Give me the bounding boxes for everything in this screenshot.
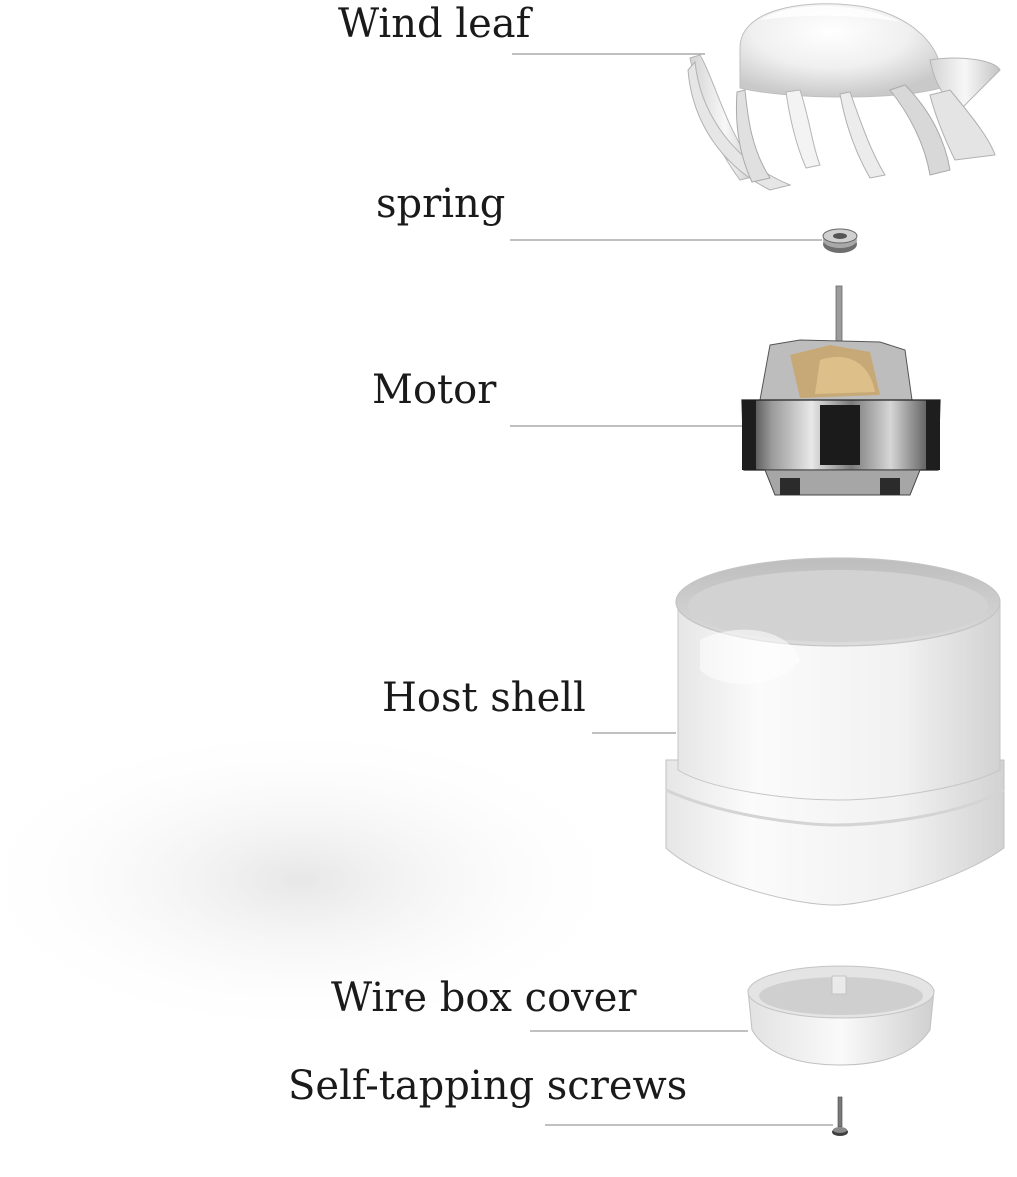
self-tapping-screws-label: Self-tapping screws bbox=[288, 1063, 688, 1109]
self-tapping-screw-part bbox=[832, 1096, 848, 1136]
wire-box-cover-label: Wire box cover bbox=[331, 975, 637, 1021]
ambient-shadow bbox=[0, 720, 640, 1040]
wind-leaf-label: Wind leaf bbox=[338, 1, 531, 47]
host-shell-label: Host shell bbox=[382, 675, 586, 721]
wire-box-cover-part bbox=[747, 965, 935, 1066]
motor-label: Motor bbox=[372, 367, 497, 413]
spring-label: spring bbox=[376, 181, 506, 227]
spring-part bbox=[822, 228, 858, 253]
leader-lines bbox=[510, 53, 833, 1126]
host-shell-part bbox=[665, 557, 1005, 906]
wind-leaf-part bbox=[687, 3, 1001, 191]
motor-part bbox=[741, 285, 941, 496]
